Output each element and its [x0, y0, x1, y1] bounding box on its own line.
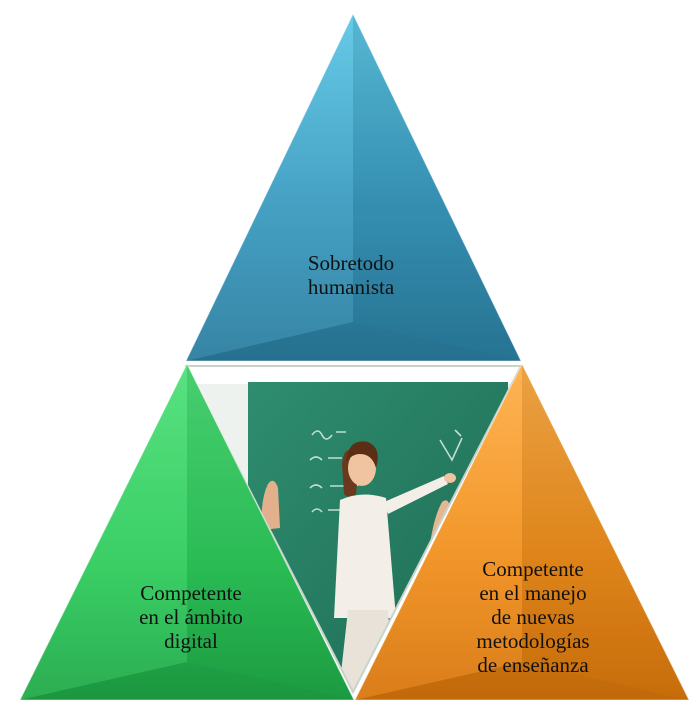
right-triangle [354, 362, 690, 701]
label-sobretodo-humanista: Sobretodo humanista [307, 251, 395, 299]
top-triangle [185, 12, 522, 362]
label-competente-metodologias: Competente en el manejo de nuevas metodo… [476, 557, 590, 677]
label-competente-digital: Competente en el ámbito digital [139, 581, 243, 653]
left-triangle [19, 362, 355, 701]
